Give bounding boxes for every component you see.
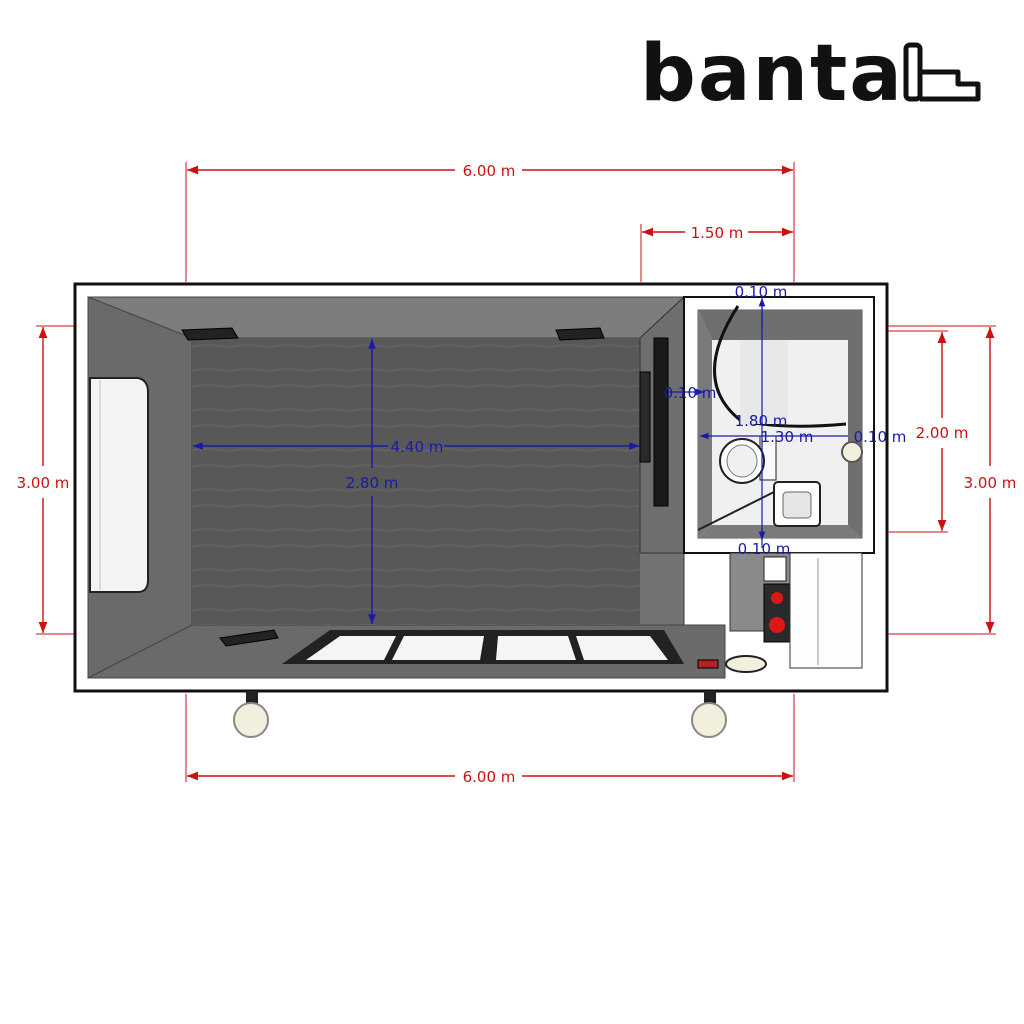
dim-right-bathroom: 2.00 m bbox=[916, 424, 969, 442]
brand-logo: banta bbox=[640, 29, 981, 119]
dim-room-width: 4.40 m bbox=[391, 438, 444, 456]
toilet bbox=[719, 435, 777, 484]
bed-furniture bbox=[89, 377, 149, 593]
toilet-paper-holder bbox=[841, 441, 863, 463]
bathroom bbox=[683, 296, 875, 554]
wall-light-left bbox=[181, 327, 239, 341]
dim-top-overall: 6.00 m bbox=[463, 162, 516, 180]
wheel-left bbox=[233, 691, 269, 738]
kitchen-cabinet bbox=[789, 552, 863, 669]
banta-logo-icon bbox=[903, 42, 981, 102]
kitchen-rug bbox=[725, 655, 767, 673]
dim-bottom-overall: 6.00 m bbox=[463, 768, 516, 786]
bathroom-sink bbox=[773, 481, 821, 527]
dim-bath-wall-right: 0.10 m bbox=[854, 428, 907, 446]
front-windows bbox=[282, 630, 684, 664]
dim-top-bathroom: 1.50 m bbox=[691, 224, 744, 242]
bathroom-door bbox=[697, 491, 775, 531]
kitchenette bbox=[697, 552, 863, 673]
dim-partition-wall: 0.10 m bbox=[664, 384, 717, 402]
wheel-right bbox=[691, 691, 727, 738]
main-room-floor bbox=[192, 338, 640, 625]
brand-name: banta bbox=[640, 29, 904, 119]
dim-bath-inner-width: 1.30 m bbox=[761, 428, 814, 446]
dim-bath-wall-bottom: 0.10 m bbox=[738, 540, 791, 558]
floor-outlet bbox=[219, 629, 279, 647]
wall-tv-unit bbox=[639, 337, 669, 507]
dim-right-depth: 3.00 m bbox=[964, 474, 1017, 492]
dim-bath-wall-top: 0.10 m bbox=[735, 283, 788, 301]
dim-left-depth: 3.00 m bbox=[17, 474, 70, 492]
red-dimensions: 6.00 m 1.50 m 3.00 m 2.00 m 3.00 m 6.00 … bbox=[17, 162, 1017, 786]
wall-light-right bbox=[555, 327, 605, 341]
dim-room-depth: 2.80 m bbox=[346, 474, 399, 492]
blue-dimensions: 4.40 m 2.80 m 0.10 m 0.10 m 1.80 m 1.30 … bbox=[193, 283, 906, 624]
dim-bath-inner-depth: 1.80 m bbox=[735, 412, 788, 430]
